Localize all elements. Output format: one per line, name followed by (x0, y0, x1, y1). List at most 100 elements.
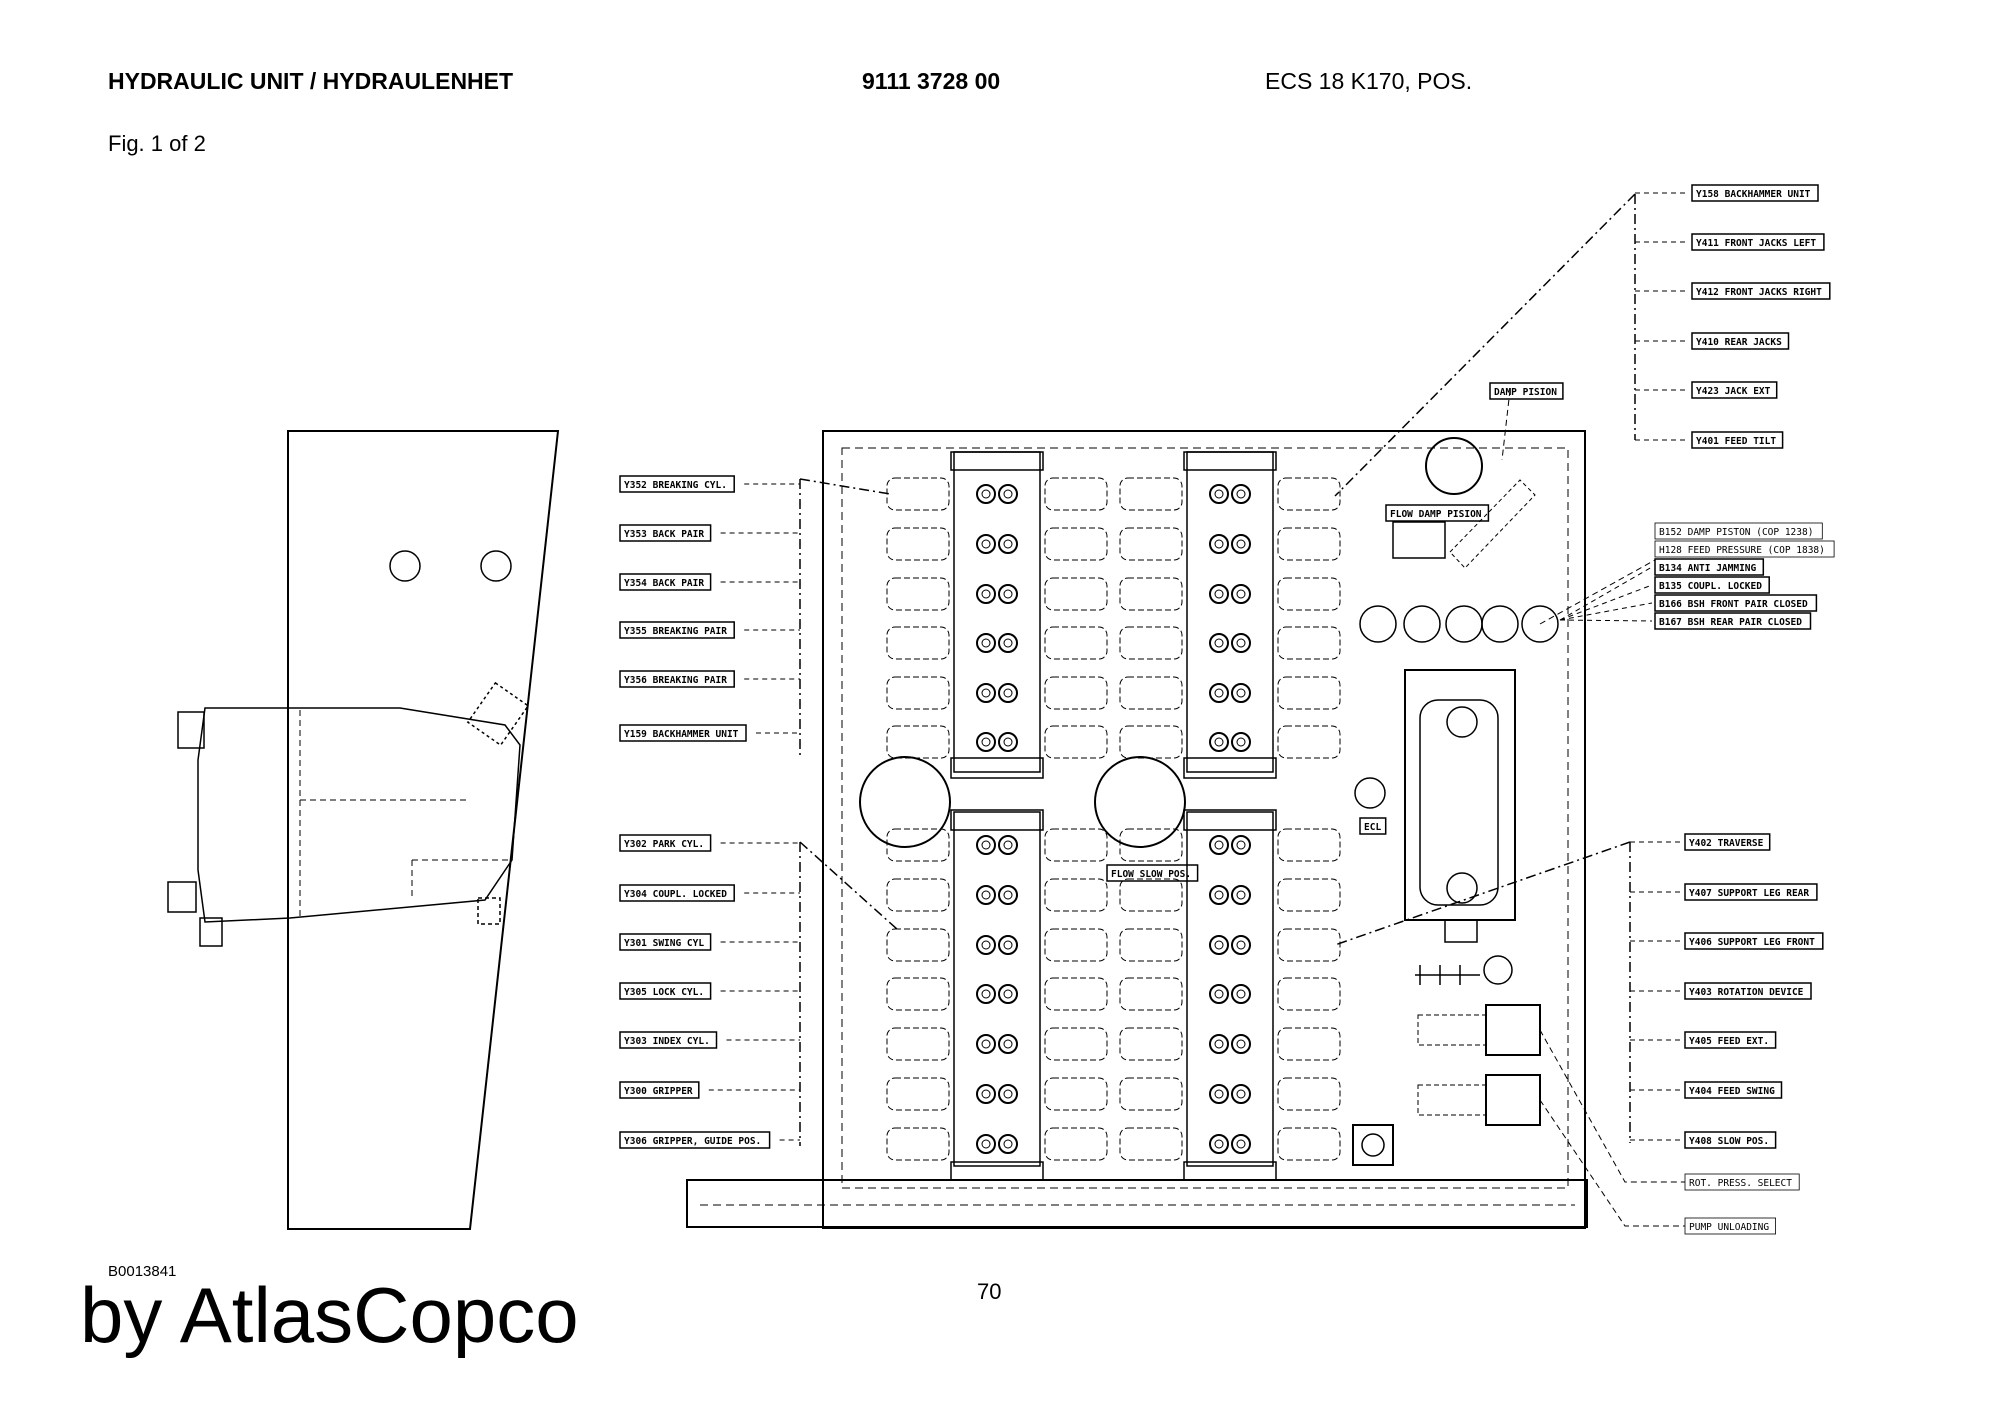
fitting-connector (1415, 965, 1480, 985)
sensor-circle-5 (1521, 605, 1559, 643)
solenoid-right (1277, 878, 1341, 912)
side-view-stub-top (177, 711, 205, 749)
valve-port-inner (1003, 1039, 1013, 1049)
label-right-bottom-0-box (1684, 833, 1771, 851)
solenoid-left (886, 1077, 950, 1111)
manifold-rail-upper (1186, 451, 1274, 773)
valve-port-inner (1003, 840, 1013, 850)
valve-port (976, 1034, 996, 1054)
valve-port-inner (1003, 737, 1013, 747)
valve-port-inner (1003, 589, 1013, 599)
page-number: 70 (977, 1279, 1002, 1304)
solenoid-right (1044, 577, 1108, 611)
valve-port (976, 683, 996, 703)
valve-port-inner (1003, 638, 1013, 648)
label-right-top-2-box (1691, 282, 1831, 300)
document-title: HYDRAULIC UNIT / HYDRAULENHET (108, 68, 514, 94)
valve-port-inner (981, 940, 991, 950)
valve-port (1209, 732, 1229, 752)
square-plug-hole (1361, 1133, 1385, 1157)
valve-port (1231, 984, 1251, 1004)
label-right-bottom-1: Y407 SUPPORT LEG REAR (1689, 888, 1809, 899)
valve-port-inner (1214, 539, 1224, 549)
solenoid-left (1119, 527, 1183, 561)
solenoid-right (1044, 527, 1108, 561)
valve-port-inner (1003, 1089, 1013, 1099)
valve-port-inner (981, 840, 991, 850)
valve-port-inner (1214, 1139, 1224, 1149)
base-plate (686, 1179, 1588, 1228)
label-right-top-5: Y401 FEED TILT (1696, 436, 1776, 447)
valve-port (998, 732, 1018, 752)
solenoid-left (1119, 1127, 1183, 1161)
sensor-circle-1 (1359, 605, 1397, 643)
label-left-0: Y352 BREAKING CYL. (624, 480, 727, 491)
leader-y302 (799, 841, 899, 931)
valve-port-inner (981, 688, 991, 698)
label-sensor-5-box (1654, 612, 1812, 630)
valve-rot-press-dash (1417, 1014, 1487, 1046)
valve-port-inner (1214, 989, 1224, 999)
label-sensor-5: B167 BSH REAR PAIR CLOSED (1659, 617, 1802, 628)
solenoid-right (1044, 725, 1108, 759)
valve-port-inner (1214, 589, 1224, 599)
label-right-top-1: Y411 FRONT JACKS LEFT (1696, 238, 1816, 249)
leader-rot-press (1539, 1029, 1685, 1183)
filter-outlet (1444, 919, 1478, 943)
solenoid-right (1044, 626, 1108, 660)
label-ecl: ECL (1364, 822, 1381, 833)
solenoid-left (886, 828, 950, 862)
solenoid-left (886, 626, 950, 660)
valve-port (1209, 885, 1229, 905)
leader-sensor-5 (1559, 619, 1653, 622)
valve-port (976, 984, 996, 1004)
label-right-bottom-3: Y403 ROTATION DEVICE (1689, 987, 1804, 998)
label-left-4-box (619, 670, 735, 688)
valve-port-inner (1236, 1139, 1246, 1149)
valve-port (1209, 633, 1229, 653)
valve-port (1209, 835, 1229, 855)
solenoid-left (1119, 1077, 1183, 1111)
solenoid-right (1044, 977, 1108, 1011)
label-left-4: Y356 BREAKING PAIR (624, 675, 727, 686)
label-left-5: Y159 BACKHAMMER UNIT (624, 729, 739, 740)
valve-port (998, 835, 1018, 855)
label-left-10-box (619, 1031, 718, 1049)
filter-body (1419, 699, 1499, 906)
valve-port-inner (981, 1139, 991, 1149)
valve-port-inner (1214, 688, 1224, 698)
sensor-circle-3 (1445, 605, 1483, 643)
label-right-bottom-0: Y402 TRAVERSE (1689, 838, 1764, 849)
valve-port-inner (981, 1039, 991, 1049)
valve-port-inner (1003, 489, 1013, 499)
leader-sensor-4 (1559, 602, 1653, 621)
side-view-hole-left (389, 550, 421, 582)
solenoid-right (1277, 676, 1341, 710)
manifold-cap (1183, 757, 1277, 779)
valve-port (976, 1134, 996, 1154)
label-right-top-3: Y410 REAR JACKS (1696, 337, 1782, 348)
side-view-stub-bottom (167, 881, 197, 913)
valve-port (1231, 584, 1251, 604)
solenoid-right (1044, 1127, 1108, 1161)
valve-port-inner (981, 737, 991, 747)
solenoid-right (1277, 1127, 1341, 1161)
solenoid-left (1119, 928, 1183, 962)
valve-port-inner (1236, 737, 1246, 747)
valve-pump-unload-dash (1417, 1084, 1487, 1116)
solenoid-right (1044, 477, 1108, 511)
leader-right-bottom (1334, 841, 1631, 946)
label-left-1: Y353 BACK PAIR (624, 529, 704, 540)
manifold-cap (950, 757, 1044, 779)
valve-port (1231, 683, 1251, 703)
solenoid-right (1044, 928, 1108, 962)
valve-port (1231, 935, 1251, 955)
solenoid-right (1044, 828, 1108, 862)
valve-port-inner (1214, 940, 1224, 950)
valve-port (998, 584, 1018, 604)
label-left-7-box (619, 884, 735, 902)
valve-port (1209, 1084, 1229, 1104)
side-view-clamp (477, 897, 501, 925)
valve-port (1231, 1084, 1251, 1104)
drawing-code: B0013841 (108, 1263, 177, 1280)
